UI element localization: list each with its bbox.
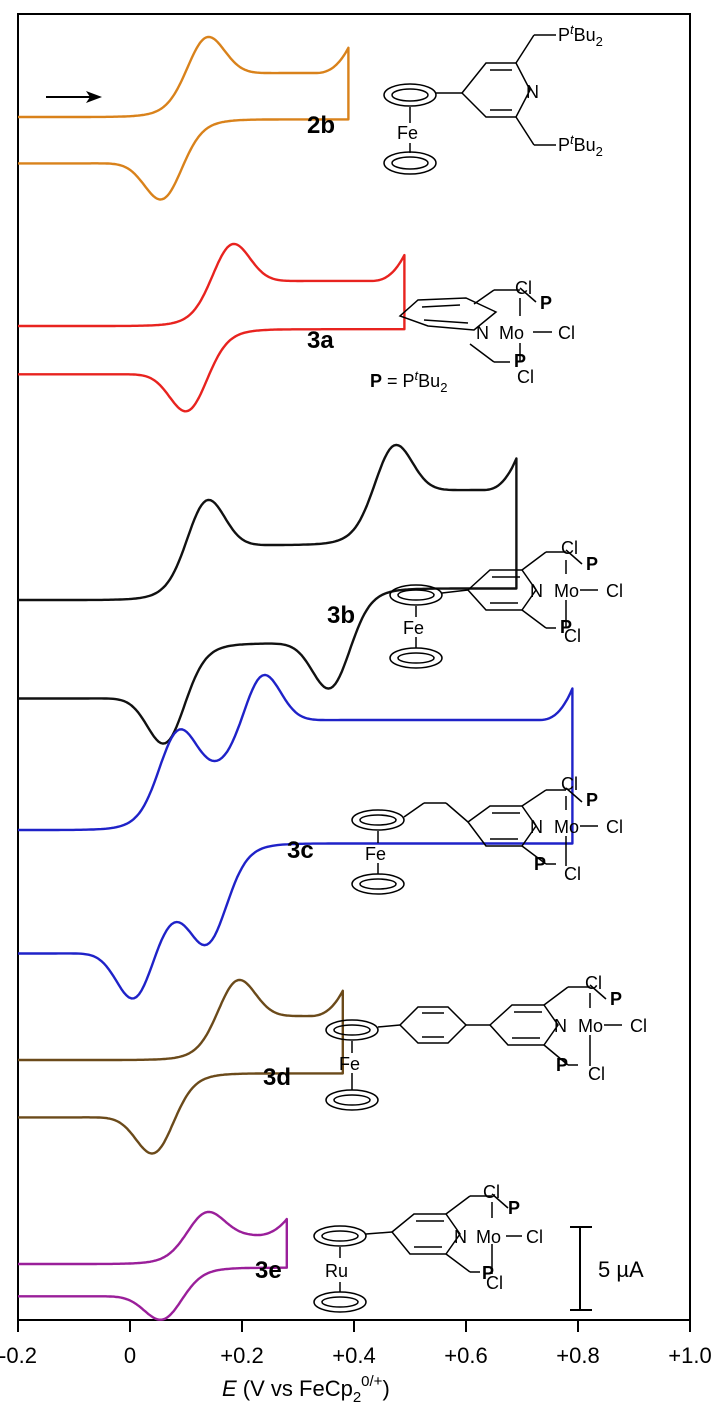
structure-3e (313, 1193, 522, 1313)
structure-3c (351, 787, 598, 895)
structure-3a-p-bottom: P (514, 351, 526, 371)
structure-3e-ru: Ru (325, 1261, 348, 1281)
structure-3c-n: N (530, 817, 543, 837)
structure-3d-cl-top: Cl (585, 973, 602, 993)
compound-label-3c: 3c (287, 837, 314, 864)
structure-2b-ptbu-top: PtBu2 (558, 22, 603, 49)
compound-label-3b: 3b (327, 602, 355, 629)
scale-bar: 5 µA (570, 1226, 644, 1311)
cv-trace-3e (18, 1210, 288, 1321)
structure-3a-mo: Mo (499, 323, 524, 343)
structure-3a-p-definition: P = PtBu2 (370, 368, 447, 395)
compound-label-3a: 3a (307, 327, 334, 354)
structure-3e-n: N (454, 1227, 467, 1247)
x-tick-label: 0 (124, 1343, 136, 1368)
x-axis-sup: 0/+ (361, 1373, 383, 1390)
structure-3c-fe: Fe (365, 844, 386, 864)
cv-trace-3a (18, 242, 406, 413)
structure-2b-fe: Fe (397, 123, 418, 143)
x-tick-label: -0.2 (0, 1343, 37, 1368)
structure-3b-p-top: P (586, 554, 598, 574)
structure-3b (389, 549, 598, 669)
x-axis: -0.2 0 +0.2 +0.4 +0.6 +0.8 +1.0 (0, 1320, 712, 1368)
x-tick-label: +0.2 (220, 1343, 263, 1368)
compound-label-2b: 2b (307, 112, 335, 139)
cv-traces (18, 35, 574, 1321)
structure-3a-cl-bottom: Cl (517, 367, 534, 387)
cv-trace-3c (18, 673, 574, 1000)
structure-2b-ptbu-bottom: PtBu2 (558, 132, 603, 159)
structure-3c-p-top: P (586, 790, 598, 810)
x-axis-var: E (222, 1376, 237, 1401)
structure-3a-cl-top: Cl (515, 278, 532, 298)
compound-label-3d: 3d (263, 1064, 291, 1091)
structure-3b-n: N (530, 581, 543, 601)
structure-3c-cl-top: Cl (561, 774, 578, 794)
x-tick-label: +0.6 (444, 1343, 487, 1368)
structure-3d-fe: Fe (339, 1054, 360, 1074)
x-tick-label: +0.8 (556, 1343, 599, 1368)
structure-3e-mo: Mo (476, 1227, 501, 1247)
structure-3b-mo: Mo (554, 581, 579, 601)
x-axis-title: E (V vs FeCp20/+) (222, 1373, 390, 1406)
cv-trace-3d (18, 978, 344, 1155)
structure-3e-cl-top: Cl (483, 1182, 500, 1202)
structure-3b-cl-top: Cl (561, 538, 578, 558)
cv-trace-2b (18, 35, 350, 201)
scale-bar-label: 5 µA (598, 1257, 644, 1282)
x-axis-sub: 2 (353, 1389, 361, 1406)
x-axis-unit: (V vs FeCp (237, 1376, 353, 1401)
structure-3c-cl-bottom: Cl (564, 864, 581, 884)
structure-3d (325, 984, 622, 1111)
structure-3d-cl-right: Cl (630, 1016, 647, 1036)
structure-3e-cl-bottom: Cl (486, 1273, 503, 1293)
structure-3b-p-bottom: P (560, 617, 572, 637)
structure-2b (383, 34, 556, 175)
structure-3e-p-bottom: P (482, 1263, 494, 1283)
structure-3c-cl-right: Cl (606, 817, 623, 837)
structure-3a (398, 287, 552, 363)
structure-3a-p-top: P (540, 293, 552, 313)
structure-3c-p-bottom: P (534, 854, 546, 874)
structure-3d-mo: Mo (578, 1016, 603, 1036)
x-tick-label: +1.0 (668, 1343, 711, 1368)
structure-3e-p-top: P (508, 1198, 520, 1218)
compound-label-3e: 3e (255, 1257, 282, 1284)
x-tick-label: +0.4 (332, 1343, 375, 1368)
structure-3d-p-top: P (610, 989, 622, 1009)
structure-3b-cl-right: Cl (606, 581, 623, 601)
structure-3d-cl-bottom: Cl (588, 1064, 605, 1084)
structure-3e-cl-right: Cl (526, 1227, 543, 1247)
structure-3d-n: N (554, 1016, 567, 1036)
structure-3a-cl-right: Cl (558, 323, 575, 343)
cv-trace-3b (18, 443, 518, 745)
structure-3b-fe: Fe (403, 618, 424, 638)
structure-3a-n: N (476, 323, 489, 343)
x-axis-close: ) (382, 1376, 389, 1401)
structure-3c-mo: Mo (554, 817, 579, 837)
structure-3d-p-bottom: P (556, 1055, 568, 1075)
structure-3b-cl-bottom: Cl (564, 626, 581, 646)
sweep-direction-arrow (46, 91, 102, 103)
plot-frame (17, 13, 691, 1321)
structure-2b-n: N (526, 82, 539, 102)
